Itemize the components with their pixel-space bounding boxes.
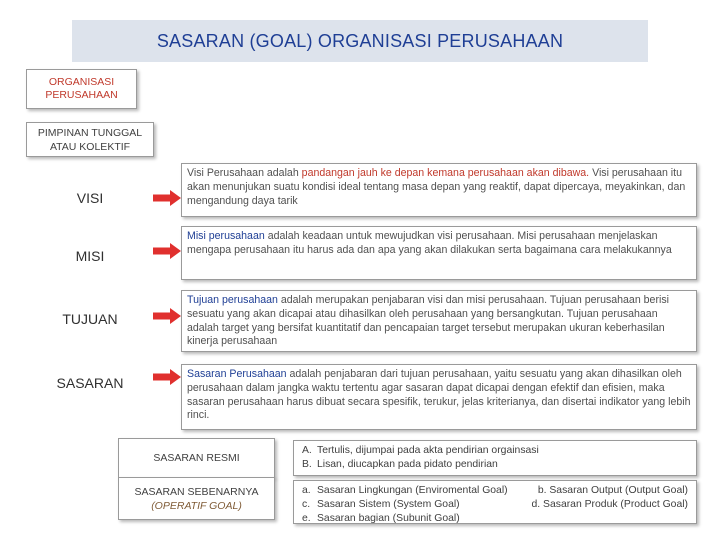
list-text-right: b. Sasaran Output (Output Goal)	[537, 485, 688, 496]
sasaran-label: SASARAN	[26, 361, 154, 404]
list-text: Sasaran Sistem (System Goal)	[317, 498, 460, 510]
leadership-box: PIMPINAN TUNGGAL ATAU KOLEKTIF	[26, 122, 154, 157]
misi-label-text: MISI	[75, 247, 105, 264]
misi-rest: keadaan untuk mewujudkan visi perusahaan…	[187, 230, 672, 256]
list-text-right: d. Sasaran Produk (Product Goal)	[531, 498, 688, 510]
list-marker: a.	[302, 485, 311, 496]
right-arrow-icon	[153, 190, 181, 206]
list-item: e. Sasaran bagian (Subunit Goal)	[302, 512, 688, 526]
sasaran-resmi-label: SASARAN RESMI	[153, 452, 240, 464]
list-text: Tertulis, dijumpai pada akta pendirian o…	[317, 445, 539, 456]
list-item: A. Tertulis, dijumpai pada akta pendiria…	[302, 444, 688, 458]
list-marker: e.	[302, 512, 311, 524]
visi-description: Visi Perusahaan adalah pandangan jauh ke…	[181, 163, 697, 217]
right-arrow-icon	[153, 243, 181, 259]
misi-description: Misi perusahaan adalah keadaan untuk mew…	[181, 226, 697, 280]
misi-keyword: Misi perusahaan	[187, 230, 265, 242]
visi-keyword: Visi Perusahaan adalah	[187, 167, 299, 179]
list-text: Lisan, diucapkan pada pidato pendirian	[317, 458, 498, 470]
sasaran-resmi-box: SASARAN RESMI	[118, 438, 275, 478]
visi-label-text: VISI	[76, 189, 104, 206]
list-text: Sasaran bagian (Subunit Goal)	[317, 512, 460, 524]
visi-label: VISI	[26, 176, 154, 219]
page-title: SASARAN (GOAL) ORGANISASI PERUSAHAAN	[156, 30, 564, 51]
sasaran-sebenarnya-sublabel: (OPERATIF GOAL)	[151, 499, 242, 512]
sasaran-resmi-list: A. Tertulis, dijumpai pada akta pendiria…	[293, 440, 697, 476]
sasaran-sebenarnya-list: a. Sasaran Lingkungan (Enviromental Goal…	[293, 480, 697, 524]
misi-highlight: adalah	[267, 230, 300, 242]
sasaran-sebenarnya-label: SASARAN SEBENARNYA	[134, 485, 259, 498]
sasaran-sebenarnya-box: SASARAN SEBENARNYA (OPERATIF GOAL)	[118, 477, 275, 520]
organization-label-line2: PERUSAHAAN	[45, 89, 118, 101]
organization-label-line1: ORGANISASI	[48, 76, 115, 88]
tujuan-rest: merupakan penjabaran visi dan misi perus…	[187, 294, 669, 348]
tujuan-description: Tujuan perusahaan adalah merupakan penja…	[181, 290, 697, 352]
sasaran-rest: adalah penjabaran dari tujuan perusahaan…	[187, 368, 691, 422]
sasaran-keyword: Sasaran	[187, 368, 227, 380]
tujuan-keyword: Tujuan perusahaan	[187, 294, 278, 306]
right-arrow-icon	[153, 308, 181, 324]
right-arrow-icon	[153, 369, 181, 385]
tujuan-highlight: adalah	[280, 294, 313, 306]
list-item: B. Lisan, diucapkan pada pidato pendiria…	[302, 458, 688, 472]
list-item: a. Sasaran Lingkungan (Enviromental Goal…	[302, 484, 688, 498]
list-marker: B.	[302, 458, 312, 470]
sasaran-label-text: SASARAN	[56, 374, 124, 391]
tujuan-label-text: TUJUAN	[62, 310, 118, 327]
list-item: c. Sasaran Sistem (System Goal) d. Sasar…	[302, 498, 688, 512]
visi-highlight: pandangan jauh ke depan kemana perusahaa…	[301, 167, 590, 179]
list-marker: A.	[302, 445, 312, 456]
sasaran-description: Sasaran Perusahaan adalah penjabaran dar…	[181, 364, 697, 430]
tujuan-label: TUJUAN	[26, 297, 154, 340]
organization-box: ORGANISASI PERUSAHAAN	[26, 69, 137, 109]
leadership-label-line1: PIMPINAN TUNGGAL	[37, 126, 143, 139]
list-marker: c.	[302, 498, 311, 510]
title-banner: SASARAN (GOAL) ORGANISASI PERUSAHAAN	[72, 20, 648, 62]
list-text: Sasaran Lingkungan (Enviromental Goal)	[317, 485, 508, 496]
visi-rest: Visi perusahaan itu akan menunjukan suat…	[187, 167, 686, 207]
sasaran-highlight: Perusahaan	[229, 368, 287, 380]
misi-label: MISI	[26, 234, 154, 277]
leadership-label-line2: ATAU KOLEKTIF	[49, 140, 131, 153]
